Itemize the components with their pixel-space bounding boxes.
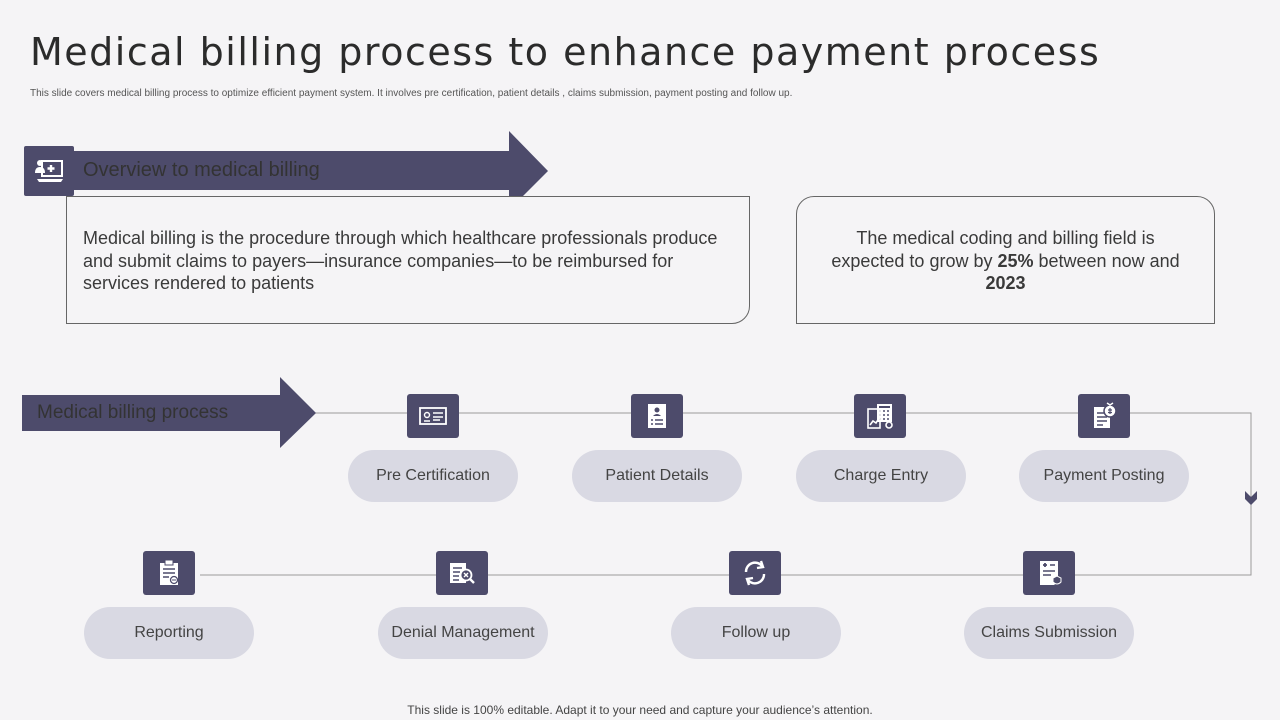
step-reporting: Reporting	[84, 607, 254, 659]
refresh-icon	[729, 551, 781, 595]
step-pre-certification: Pre Certification	[348, 450, 518, 502]
step-patient-details: Patient Details	[572, 450, 742, 502]
process-banner-arrow	[22, 377, 316, 448]
payment-document-icon	[1078, 394, 1130, 438]
growth-statistic-box: The medical coding and billing field is …	[796, 196, 1215, 324]
step-charge-entry: Charge Entry	[796, 450, 966, 502]
page-subtitle: This slide covers medical billing proces…	[30, 88, 793, 99]
medical-billing-definition: Medical billing is the procedure through…	[66, 196, 750, 324]
overview-banner-label: Overview to medical billing	[83, 159, 320, 181]
step-follow-up: Follow up	[671, 607, 841, 659]
growth-text-start: The medical coding and billing field is …	[831, 228, 1155, 271]
medical-laptop-icon	[24, 146, 74, 196]
definition-text: Medical billing is the procedure through…	[83, 228, 718, 293]
growth-text-middle: between now and	[1033, 250, 1180, 271]
step-payment-posting: Payment Posting	[1019, 450, 1189, 502]
medical-claim-icon	[1023, 551, 1075, 595]
clipboard-report-icon	[143, 551, 195, 595]
down-chevron-icon	[1245, 491, 1257, 505]
step-denial-management: Denial Management	[378, 607, 548, 659]
overview-banner-arrow	[74, 131, 548, 210]
growth-year: 2023	[985, 273, 1026, 293]
footer-note: This slide is 100% editable. Adapt it to…	[407, 703, 873, 717]
document-search-icon	[436, 551, 488, 595]
step-claims-submission: Claims Submission	[964, 607, 1134, 659]
growth-percent: 25%	[997, 250, 1034, 271]
process-banner-label: Medical billing process	[37, 402, 229, 423]
patient-file-icon	[631, 394, 683, 438]
page-title: Medical billing process to enhance payme…	[30, 30, 1101, 74]
id-card-icon	[407, 394, 459, 438]
calculator-chart-icon	[854, 394, 906, 438]
